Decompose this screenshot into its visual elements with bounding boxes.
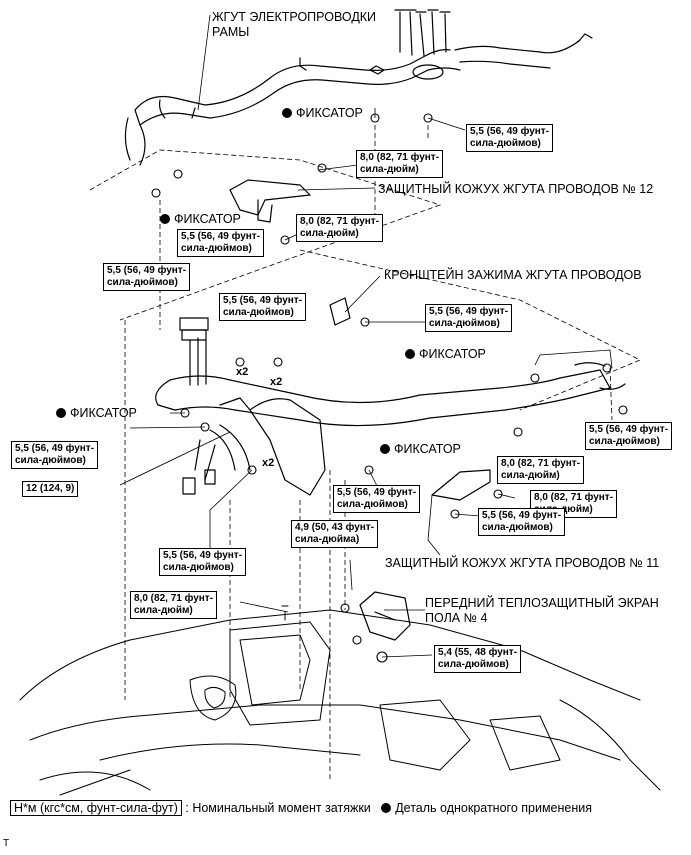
quantity-multiplier: x2 — [262, 457, 275, 469]
torque-spec: 5,5 (56, 49 фунт- сила-дюймов) — [585, 422, 673, 450]
engine-bay-drawing — [19, 605, 661, 796]
harness-cover-11-drawing — [431, 469, 491, 501]
frame-harness-label: ЖГУТ ЭЛЕКТРОПРОВОДКИ РАМЫ — [212, 10, 377, 39]
torque-spec: 5,5 (56, 49 фунт- сила-дюймов) — [103, 263, 191, 291]
frame-wire-harness-drawing — [124, 9, 593, 166]
one-time-use-dot-icon — [282, 108, 292, 118]
torque-unit-box: Н*м (кгс*см, фунт-сила-фут) — [10, 800, 182, 816]
one-time-use-legend-text: Деталь однократного применения — [395, 801, 593, 815]
quantity-multiplier: x2 — [236, 366, 249, 378]
main-harness-drawing — [155, 297, 626, 496]
heat-shield-drawing — [359, 591, 411, 641]
torque-spec: 5,5 (56, 49 фунт- сила-дюймов) — [333, 485, 421, 513]
clip-label: ФИКСАТОР — [160, 212, 241, 226]
torque-spec: 8,0 (82, 71 фунт- сила-дюйм) — [296, 214, 384, 242]
torque-spec: 5,5 (56, 49 фунт- сила-дюймов) — [219, 293, 307, 321]
clip-label: ФИКСАТОР — [405, 347, 486, 361]
fasteners — [151, 113, 628, 663]
torque-spec: 5,5 (56, 49 фунт- сила-дюймов) — [425, 304, 513, 332]
one-time-use-dot-icon — [405, 349, 415, 359]
torque-spec: 5,4 (55, 48 фунт- сила-дюймов) — [434, 645, 522, 673]
quantity-multiplier: x2 — [270, 376, 283, 388]
one-time-use-dot-icon — [381, 803, 392, 813]
clip-label: ФИКСАТОР — [56, 406, 137, 420]
torque-spec: 8,0 (82, 71 фунт- сила-дюйм) — [130, 591, 218, 619]
clip-label: ФИКСАТОР — [380, 442, 461, 456]
torque-spec: 5,5 (56, 49 фунт- сила-дюймов) — [177, 229, 265, 257]
legend: Н*м (кгс*см, фунт-сила-фут) : Номинальны… — [10, 800, 592, 816]
corner-mark: T — [3, 838, 10, 849]
harness-cover-12-drawing — [229, 179, 311, 223]
torque-spec: 5,5 (56, 49 фунт- сила-дюймов) — [11, 441, 99, 469]
torque-spec: 5,5 (56, 49 фунт- сила-дюймов) — [159, 548, 247, 576]
torque-spec: 12 (124, 9) — [22, 481, 79, 497]
clamp-bracket-label: КРОНШТЕЙН ЗАЖИМА ЖГУТА ПРОВОДОВ — [384, 268, 642, 282]
torque-spec: 4,9 (50, 43 фунт- сила-дюйма) — [291, 520, 379, 548]
leader-lines — [119, 14, 613, 658]
harness-cover-12-label: ЗАЩИТНЫЙ КОЖУХ ЖГУТА ПРОВОДОВ № 12 — [378, 182, 654, 196]
harness-cover-11-label: ЗАЩИТНЫЙ КОЖУХ ЖГУТА ПРОВОДОВ № 11 — [385, 556, 660, 570]
torque-spec: 5,5 (56, 49 фунт- сила-дюймов) — [478, 508, 566, 536]
torque-spec: 5,5 (56, 49 фунт- сила-дюймов) — [466, 124, 554, 152]
heat-shield-label: ПЕРЕДНИЙ ТЕПЛОЗАЩИТНЫЙ ЭКРАН ПОЛА № 4 — [425, 596, 659, 625]
clip-label: ФИКСАТОР — [282, 106, 363, 120]
one-time-use-dot-icon — [160, 214, 170, 224]
torque-legend-text: : Номинальный момент затяжки — [185, 801, 371, 815]
one-time-use-dot-icon — [56, 408, 66, 418]
torque-spec: 8,0 (82, 71 фунт- сила-дюйм) — [497, 456, 585, 484]
one-time-use-dot-icon — [380, 444, 390, 454]
torque-spec: 8,0 (82, 71 фунт- сила-дюйм) — [356, 150, 444, 178]
